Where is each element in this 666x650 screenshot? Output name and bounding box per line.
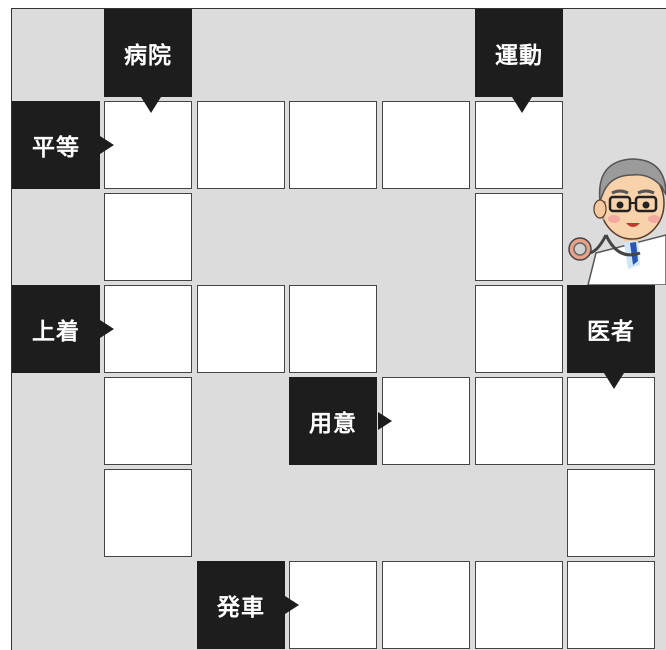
clue-uwagi: 上着 (12, 285, 100, 373)
right-arrow-icon (285, 596, 299, 614)
clue-undou: 運動 (475, 9, 563, 97)
answer-cell[interactable] (382, 561, 470, 649)
clue-text: 病院 (124, 42, 172, 69)
answer-cell[interactable] (104, 377, 192, 465)
down-arrow-icon (141, 97, 161, 113)
crossword-board: 病院 運動 平等 上着 医者 用意 発車 (11, 8, 666, 650)
clue-byoudou: 平等 (12, 101, 100, 189)
answer-cell[interactable] (567, 377, 655, 465)
right-arrow-icon (100, 320, 114, 338)
answer-cell[interactable] (197, 285, 285, 373)
clue-isha: 医者 (567, 285, 655, 373)
answer-cell[interactable] (104, 285, 192, 373)
answer-cell[interactable] (567, 561, 655, 649)
clue-text: 医者 (587, 318, 635, 345)
clue-text: 運動 (495, 42, 543, 69)
answer-cell[interactable] (475, 561, 563, 649)
answer-cell[interactable] (475, 285, 563, 373)
clue-text: 平等 (32, 134, 80, 161)
answer-cell[interactable] (197, 101, 285, 189)
right-arrow-icon (378, 412, 392, 430)
answer-cell[interactable] (104, 469, 192, 557)
answer-cell[interactable] (104, 101, 192, 189)
down-arrow-icon (604, 373, 624, 389)
clue-text: 上着 (32, 318, 80, 345)
answer-cell[interactable] (475, 193, 563, 281)
answer-cell[interactable] (289, 285, 377, 373)
answer-cell[interactable] (382, 101, 470, 189)
doctor-illustration (568, 158, 666, 285)
answer-cell[interactable] (567, 469, 655, 557)
clue-youi: 用意 (289, 377, 377, 465)
clue-text: 用意 (309, 410, 357, 437)
answer-cell[interactable] (289, 101, 377, 189)
down-arrow-icon (512, 97, 532, 113)
answer-cell[interactable] (475, 377, 563, 465)
answer-cell[interactable] (382, 377, 470, 465)
answer-cell[interactable] (475, 101, 563, 189)
answer-cell[interactable] (104, 193, 192, 281)
clue-hassha: 発車 (197, 561, 285, 649)
clue-text: 発車 (217, 594, 265, 621)
right-arrow-icon (100, 136, 114, 154)
clue-byouin: 病院 (104, 9, 192, 97)
answer-cell[interactable] (289, 561, 377, 649)
